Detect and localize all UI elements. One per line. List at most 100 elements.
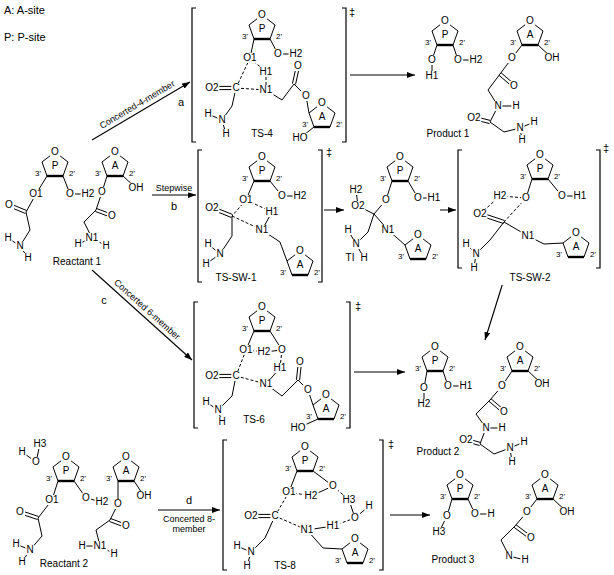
path-letter: b: [170, 201, 178, 212]
atom-label: O: [413, 193, 423, 203]
reaction-arrow: [158, 509, 220, 510]
carbon-number: 2': [318, 465, 326, 473]
atom-label: H2: [293, 191, 308, 201]
bond-line: [249, 317, 254, 331]
atom-label: N: [505, 443, 514, 453]
structure-caption: TI: [346, 253, 355, 263]
site-letter: A: [526, 30, 535, 40]
bond-line: [427, 370, 443, 372]
bond-line: [501, 526, 515, 540]
atom-label: H1: [265, 207, 280, 217]
atom-label: O: [497, 381, 507, 391]
bond-line: [437, 44, 453, 46]
atom-label: H2: [289, 49, 304, 59]
atom-label: N: [504, 551, 513, 561]
atom-label: O1: [44, 495, 59, 505]
atom-label: O: [509, 81, 519, 91]
atom-label: H: [201, 397, 210, 407]
atom-label: H3: [342, 495, 357, 505]
carbon-number: 2': [458, 39, 466, 47]
carbon-number: 3': [241, 175, 249, 183]
reaction-arrow: [92, 270, 192, 360]
atom-label: N: [471, 249, 480, 259]
atom-label: O: [526, 533, 536, 543]
ts-bracket: [223, 440, 227, 570]
carbon-number: 3': [279, 269, 287, 277]
carbon-number: 2': [368, 557, 376, 565]
atom-label: O: [443, 381, 453, 391]
carbon-number: 3': [524, 493, 532, 501]
atom-label: O1: [28, 189, 43, 199]
bond-line: [447, 485, 452, 499]
site-letter: A: [541, 484, 550, 494]
carbon-number: 2': [533, 365, 541, 373]
carbon-number: 2': [473, 493, 481, 501]
atom-label: H2: [81, 189, 96, 199]
atom-label: O: [295, 357, 305, 367]
carbon-number: 2': [275, 175, 283, 183]
atom-label: O1: [238, 195, 253, 205]
atom-label: H: [517, 135, 526, 145]
bond-line: [84, 210, 96, 222]
atom-label: N: [213, 405, 222, 415]
bond-line: [432, 31, 437, 45]
atom-label: O: [293, 61, 303, 71]
atom-label: O2: [458, 435, 473, 445]
atom-label: H1: [425, 71, 440, 81]
site-letter: P: [536, 164, 545, 174]
atom-label: O2: [204, 371, 219, 381]
bond-line: [292, 457, 297, 471]
atom-label: H: [461, 239, 470, 249]
atom-label: H: [77, 541, 86, 551]
ring-oxygen: O: [121, 452, 131, 462]
site-letter: A: [296, 260, 305, 270]
ring-oxygen: O: [540, 470, 550, 480]
atom-label: H: [364, 501, 373, 511]
bond-line: [490, 222, 504, 240]
atom-label: C: [231, 83, 240, 93]
atom-label: N1: [85, 233, 100, 243]
atom-label: O: [522, 507, 532, 517]
carbon-number: 2': [553, 173, 561, 181]
atom-label: O1: [238, 345, 253, 355]
ring-oxygen: O: [295, 246, 305, 256]
bond-line: [309, 113, 314, 127]
atom-label: O2: [204, 203, 219, 213]
carbon-number: 2': [558, 493, 566, 501]
bond-line: [323, 548, 342, 549]
site-key: P: P-site: [4, 32, 46, 43]
atom-label: H1: [326, 521, 341, 531]
site-letter: A: [122, 466, 131, 476]
atom-label: O: [113, 499, 123, 509]
bond-line: [422, 357, 427, 371]
carbon-number: 2': [68, 170, 76, 178]
bond-line: [507, 357, 512, 371]
structure-box: TS-4: [190, 5, 350, 145]
atom-label: O: [419, 383, 429, 393]
carbon-number: 2': [339, 413, 347, 421]
bond-line: [368, 214, 374, 232]
structure-box: TS-6: [192, 300, 354, 434]
atom-label: O: [107, 211, 117, 221]
ts-dagger: ‡: [387, 439, 395, 450]
atom-label: N1: [93, 541, 108, 551]
atom-label: H: [11, 539, 20, 549]
structure-caption: Product 1: [427, 129, 470, 139]
atom-label: H1: [459, 381, 474, 391]
atom-label: H3: [432, 527, 447, 537]
bond-line: [537, 498, 553, 500]
atom-label: C: [231, 371, 240, 381]
structure-box: TI: [344, 150, 440, 270]
atom-label: O: [97, 187, 107, 197]
bond-line: [314, 126, 330, 128]
bond-line: [522, 44, 538, 46]
atom-label: N: [215, 249, 224, 259]
atom-label: H: [101, 241, 110, 251]
bond-line: [38, 518, 42, 536]
atom-label: O: [15, 507, 25, 517]
atom-label: O2: [472, 209, 487, 219]
atom-label: O: [499, 407, 509, 417]
